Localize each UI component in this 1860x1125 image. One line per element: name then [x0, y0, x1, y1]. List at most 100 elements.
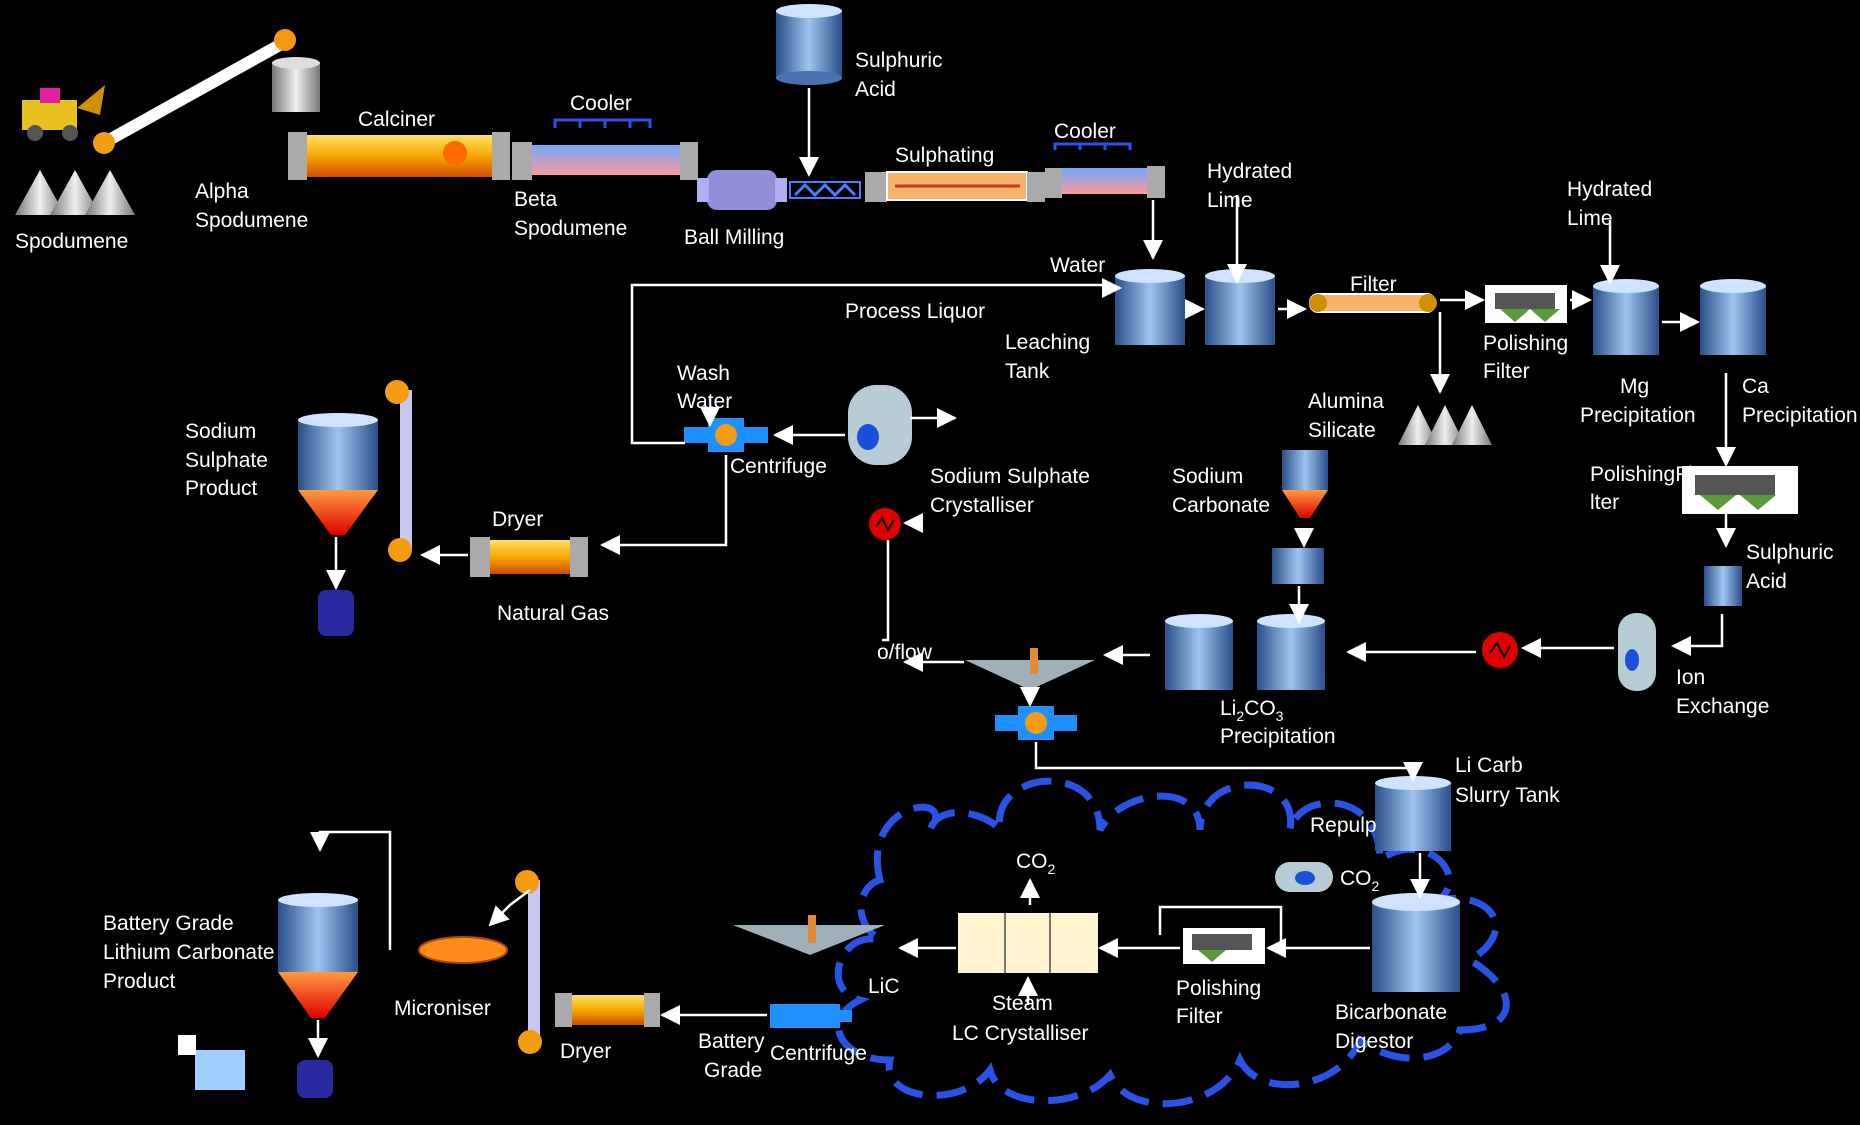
formula-co: CO — [1244, 697, 1276, 720]
label-calciner: Calciner — [358, 108, 435, 131]
label-ca-2: Precipitation — [1742, 404, 1858, 427]
ball-mill — [697, 170, 787, 210]
label-li-carb-2: Slurry Tank — [1455, 784, 1560, 807]
screw-feeder — [789, 181, 861, 199]
co2-top-sub: 2 — [1048, 861, 1056, 877]
label-battery-grade-1: Battery — [698, 1030, 765, 1053]
label-nss-cryst-2: Crystalliser — [930, 494, 1034, 517]
hydrated-lime-tank-1 — [1205, 269, 1275, 345]
co2-top-co: CO — [1016, 850, 1048, 873]
label-sulphuric-right-2: Acid — [1746, 570, 1787, 593]
label-polishing-filter-1b: Filter — [1483, 360, 1530, 383]
label-beta-2: Spodumene — [514, 217, 627, 240]
polishing-filter-3 — [1183, 928, 1265, 964]
label-lic: LiC — [868, 975, 900, 998]
label-dryer-1: Dryer — [492, 508, 543, 531]
label-battery-lc-3: Product — [103, 970, 176, 993]
label-sulphating: Sulphating — [895, 144, 994, 167]
formula-sub-2: 2 — [1236, 708, 1244, 724]
label-wash-2: Water — [677, 390, 732, 413]
label-li-carb-1: Li Carb — [1455, 754, 1523, 777]
label-battery-lc-2: Lithium Carbonate — [103, 941, 275, 964]
loader-truck-icon — [22, 85, 105, 141]
li2co3-precip-tank-2 — [1257, 614, 1325, 690]
lc-crystalliser — [958, 913, 1098, 973]
sulphuric-acid-tank-2 — [1704, 566, 1742, 606]
label-battery-grade-2: Grade — [704, 1059, 762, 1082]
label-sodium-product-1: Sodium — [185, 420, 256, 443]
centrifuge-3 — [770, 1004, 852, 1028]
dryer-2 — [555, 993, 660, 1027]
label-filter: Filter — [1350, 273, 1397, 296]
label-centrifuge-1: Centrifuge — [730, 455, 827, 478]
labels-layer: Spodumene Alpha Spodumene Calciner Coole… — [15, 49, 1858, 1082]
bucket-elevator-2 — [515, 870, 542, 1054]
label-water: Water — [1050, 254, 1105, 277]
label-leaching-2: Tank — [1005, 360, 1050, 383]
label-nss-cryst-1: Sodium Sulphate — [930, 465, 1090, 488]
label-li2co3-formula: Li2CO3 — [1220, 697, 1284, 724]
label-ion-exchange-2: Exchange — [1676, 695, 1769, 718]
co2-right-co: CO — [1340, 867, 1372, 890]
formula-sub-3: 3 — [1276, 708, 1284, 724]
label-hydrated-lime-2a: Hydrated — [1567, 178, 1652, 201]
polishing-filter-1 — [1485, 285, 1567, 323]
belt-filter — [1309, 293, 1437, 313]
bag-icon-1 — [318, 590, 354, 636]
co2-right-sub: 2 — [1372, 878, 1380, 894]
label-mg-2: Precipitation — [1580, 404, 1696, 427]
label-polishing-filter-3a: Polishing — [1176, 977, 1261, 1000]
cloud-boundary — [834, 777, 1510, 1108]
label-bicarb-1: Bicarbonate — [1335, 1001, 1447, 1024]
label-alpha-1: Alpha — [195, 180, 249, 203]
feed-hopper-icon — [272, 57, 320, 112]
label-mg-1: Mg — [1620, 375, 1649, 398]
co2-vessel — [1275, 862, 1333, 892]
label-alumina-2: Silicate — [1308, 419, 1376, 442]
label-hydrated-lime-1a: Hydrated — [1207, 160, 1292, 183]
cooler-1 — [512, 118, 698, 180]
flow-lines — [308, 88, 1736, 1058]
label-wash-1: Wash — [677, 362, 730, 385]
label-natural-gas: Natural Gas — [497, 602, 609, 625]
label-co2-right: CO2 — [1340, 867, 1380, 894]
label-bicarb-2: Digestor — [1335, 1030, 1413, 1053]
label-polishing-filter-2b: lter — [1590, 491, 1619, 514]
label-process-liquor: Process Liquor — [845, 300, 985, 323]
leaching-tank — [1115, 269, 1185, 345]
label-ca-1: Ca — [1742, 375, 1769, 398]
polishing-filter-2 — [1682, 466, 1798, 514]
calciner-kiln — [288, 132, 510, 180]
label-hydrated-lime-2b: Lime — [1567, 207, 1613, 230]
dryer-1 — [470, 537, 588, 577]
label-alpha-2: Spodumene — [195, 209, 308, 232]
label-sulphuric-top-2: Acid — [855, 78, 896, 101]
label-dryer-2: Dryer — [560, 1040, 611, 1063]
waste-pile-icon — [1398, 405, 1492, 445]
bucket-elevator-1 — [385, 380, 412, 562]
bicarbonate-digestor — [1372, 893, 1460, 992]
battery-grade-silo — [278, 893, 358, 1018]
conveyor-icon — [93, 29, 296, 154]
microniser — [418, 936, 508, 964]
label-cooler-2: Cooler — [1054, 120, 1116, 143]
label-spodumene: Spodumene — [15, 230, 128, 253]
sulphating-kiln — [865, 171, 1045, 202]
thickener-2 — [733, 915, 885, 955]
alumina-silicate-hopper — [1282, 450, 1328, 518]
label-polishing-filter-1a: Polishing — [1483, 332, 1568, 355]
mg-precip-tank — [1593, 279, 1659, 355]
label-sulphuric-right-1: Sulphuric — [1746, 541, 1834, 564]
spodumene-pile-icon — [15, 170, 135, 215]
thickener-1 — [965, 648, 1095, 690]
centrifuge-1 — [684, 418, 768, 452]
label-microniser: Microniser — [394, 997, 491, 1020]
label-centrifuge-2: Centrifuge — [770, 1042, 867, 1065]
label-ion-exchange-1: Ion — [1676, 666, 1705, 689]
forklift-icon — [178, 1035, 245, 1090]
label-co2-top: CO2 — [1016, 850, 1056, 877]
label-sulphuric-top-1: Sulphuric — [855, 49, 943, 72]
formula-li: Li — [1220, 697, 1236, 720]
label-battery-lc-1: Battery Grade — [103, 912, 234, 935]
label-li2co3-precip: Precipitation — [1220, 725, 1336, 748]
